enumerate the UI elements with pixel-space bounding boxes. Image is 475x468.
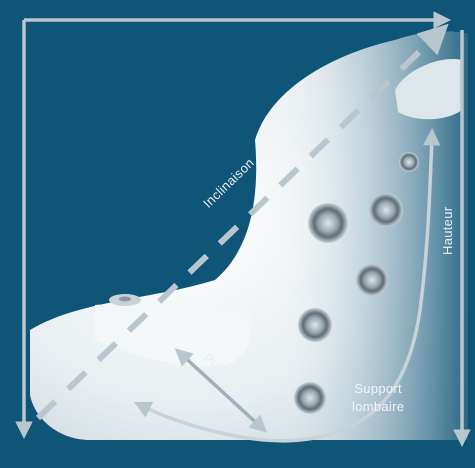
- jet: [308, 203, 348, 243]
- jet: [399, 152, 419, 172]
- jet: [298, 308, 332, 342]
- support-label-line1: Support: [352, 380, 404, 398]
- hauteur-label: Hauteur: [440, 207, 455, 255]
- support-label-line2: lombaire: [352, 398, 404, 416]
- support-lombaire-label: Support lombaire: [352, 380, 404, 416]
- jet: [369, 193, 403, 227]
- jet: [356, 264, 388, 296]
- seat-shell: [30, 32, 468, 440]
- jet: [294, 382, 326, 414]
